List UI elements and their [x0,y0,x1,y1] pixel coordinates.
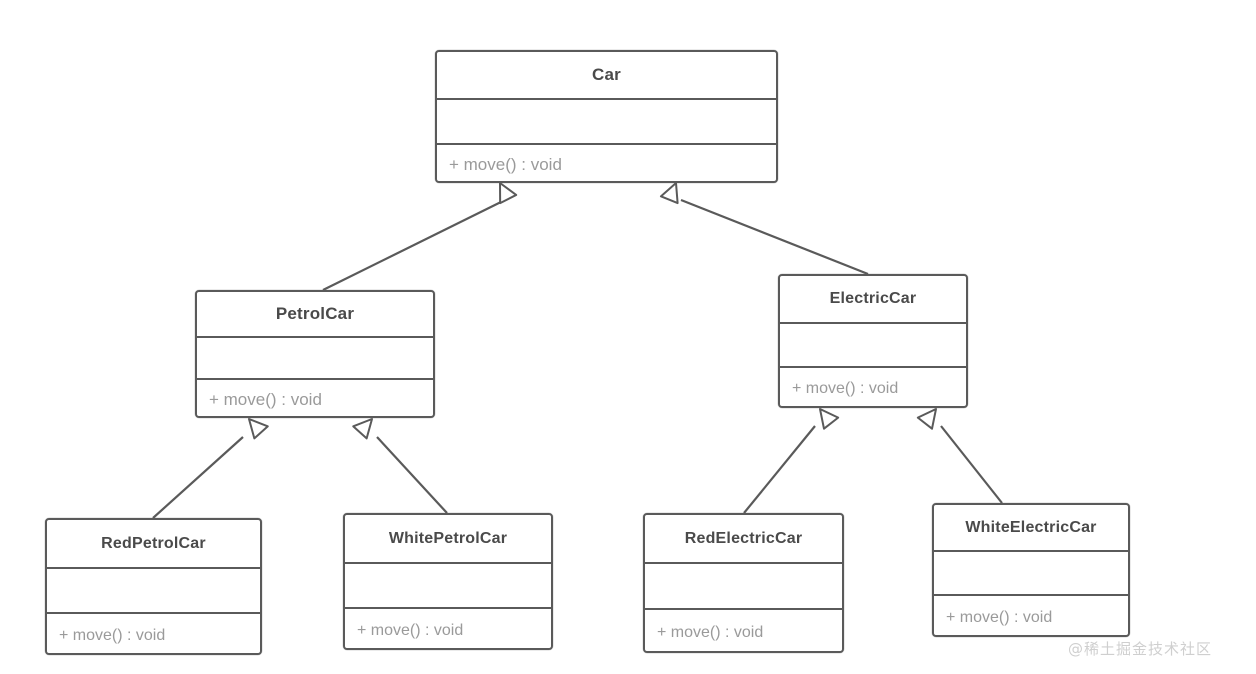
class-box-whiteelectriccar[interactable]: WhiteElectricCar + move() : void [932,503,1130,637]
class-methods-electriccar: + move() : void [792,380,899,397]
generalization-line [743,425,816,514]
generalization-line [322,199,506,291]
class-methods-car: + move() : void [449,155,562,174]
class-attributes-whiteelectriccar [934,552,1128,596]
class-name-whitepetrolcar: WhitePetrolCar [345,515,551,564]
generalization-redelectriccar-to-electriccar [743,408,840,514]
class-attributes-whitepetrolcar [345,564,551,609]
class-box-redelectriccar[interactable]: RedElectricCar + move() : void [643,513,844,653]
class-name-car: Car [437,52,776,100]
generalization-arrowhead-icon [499,182,518,205]
class-box-whitepetrolcar[interactable]: WhitePetrolCar + move() : void [343,513,553,650]
class-methods-whiteelectriccar: + move() : void [946,608,1053,626]
generalization-whitepetrolcar-to-petrolcar [352,418,448,514]
class-name-redelectriccar: RedElectricCar [645,515,842,564]
watermark: @稀土掘金技术社区 [1068,640,1213,658]
class-name-whiteelectriccar: WhiteElectricCar [934,505,1128,552]
class-name-petrolcar: PetrolCar [197,292,433,338]
generalization-arrowhead-icon [916,408,937,430]
generalization-whiteelectriccar-to-electriccar [916,408,1003,504]
class-box-petrolcar[interactable]: PetrolCar + move() : void [195,290,435,418]
class-attributes-redpetrolcar [47,569,260,614]
class-box-electriccar[interactable]: ElectricCar + move() : void [778,274,968,408]
generalization-arrowhead-icon [352,418,373,440]
class-box-car[interactable]: Car + move() : void [435,50,778,183]
class-attributes-redelectriccar [645,564,842,610]
class-methods-petrolcar: + move() : void [209,390,322,409]
class-box-redpetrolcar[interactable]: RedPetrolCar + move() : void [45,518,262,655]
generalization-line [376,436,448,514]
generalization-arrowhead-icon [659,182,679,205]
generalization-arrowhead-icon [248,418,269,440]
class-methods-redelectriccar: + move() : void [657,623,764,641]
class-methods-redpetrolcar: + move() : void [59,626,166,644]
generalization-arrowhead-icon [819,408,840,430]
class-attributes-petrolcar [197,338,433,380]
class-name-electriccar: ElectricCar [780,276,966,324]
generalization-electriccar-to-car [659,182,869,276]
class-attributes-electriccar [780,324,966,368]
class-methods-whitepetrolcar: + move() : void [357,621,464,639]
class-attributes-car [437,100,776,145]
class-name-redpetrolcar: RedPetrolCar [47,520,260,569]
generalization-line [152,436,244,519]
generalization-line [680,198,869,276]
generalization-line [940,425,1003,504]
generalization-petrolcar-to-car [322,182,518,291]
generalization-redpetrolcar-to-petrolcar [152,418,269,519]
